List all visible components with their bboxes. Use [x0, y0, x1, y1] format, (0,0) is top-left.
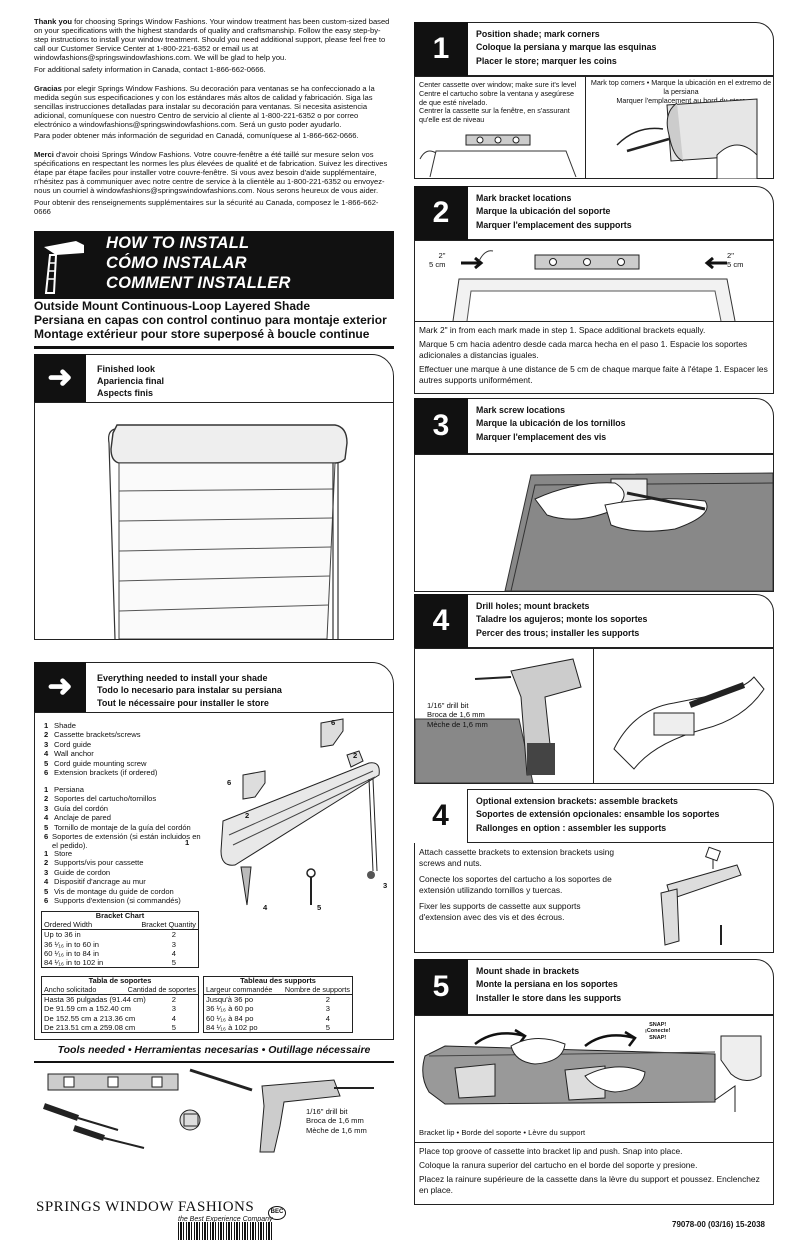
intro-es: Gracias por elegir Springs Window Fashio… [34, 83, 375, 129]
tools-illustration [43, 1068, 374, 1153]
step-5-illustration [422, 1028, 762, 1112]
brand-mark-icon: BEC [268, 1206, 286, 1220]
drill-icon [259, 1079, 374, 1153]
step-1-left-caption: Center cassette over window; make sure i… [419, 80, 577, 125]
intro-en-canada: For additional safety information in Can… [34, 64, 266, 74]
step-2-text: Mark 2" in from each mark made in step 1… [419, 325, 768, 385]
callout-1: 1 [185, 838, 190, 847]
callout-6a: 6 [331, 718, 336, 727]
step-4b-title: Optional extension brackets: assemble br… [476, 796, 720, 833]
callout-2a: 2 [353, 751, 358, 760]
callout-4: 4 [263, 903, 268, 912]
arrow-right-icon [461, 256, 484, 270]
step-2-illustration [452, 250, 736, 321]
arrow-icon: ➜ [34, 662, 86, 712]
rotate-arrow-icon [474, 1028, 527, 1045]
arrow-left-icon [704, 256, 727, 270]
callout-5: 5 [317, 903, 322, 912]
step-5-text: Place top groove of cassette into bracke… [419, 1146, 760, 1195]
step-1-right-caption: Mark top corners • Marque la ubicación e… [590, 78, 772, 105]
step-5-snap-label: SNAP! ¡Conecte! SNAP! [645, 1022, 671, 1041]
step-4b-illustration [660, 846, 742, 946]
step-4-illustration-drill [414, 658, 582, 784]
tools-needed-heading: Tools needed • Herramientas necesarias •… [57, 1044, 371, 1056]
screwdriver-icons [43, 1103, 145, 1149]
step-5-number: 5 [414, 959, 468, 1015]
brand-logo: SPRINGS WINDOW FASHIONS [36, 1199, 255, 1215]
step-2-number: 2 [414, 186, 468, 240]
rotate-arrow-icon [584, 1030, 637, 1047]
arrow-icon: ➜ [34, 354, 86, 402]
step-2-dim-right: 2" 5 cm [727, 251, 744, 270]
step-2-dim-left: 2" 5 cm [429, 251, 446, 270]
intro-fr: Merci d'avoir choisi Springs Window Fash… [34, 150, 388, 196]
callout-6b: 6 [227, 778, 232, 787]
brand-tagline: the Best Experience Company [178, 1216, 273, 1223]
document-code: 79078-00 (03/16) 15-2038 [672, 1220, 765, 1229]
step-4-number: 4 [414, 594, 468, 648]
pencil-icon [189, 1068, 253, 1092]
step-4b-number: 4 [414, 789, 468, 843]
how-to-install-banner: HOW TO INSTALL CÓMO INSTALAR COMMENT INS… [34, 231, 394, 296]
step-1-number: 1 [414, 22, 468, 76]
step-4-illustration-screwdriver [613, 676, 765, 770]
intro-en: Thank you for choosing Springs Window Fa… [34, 17, 390, 62]
how-to-install-en: HOW TO INSTALL [106, 234, 250, 252]
step-5-panel: SNAP! ¡Conecte! SNAP! Bracket lip • Bord… [414, 1015, 774, 1205]
level-icon [47, 1073, 179, 1091]
step-3-number: 3 [414, 398, 468, 454]
subtitle-fr: Montage extérieur pour store superposé à… [34, 327, 370, 342]
intro-fr-canada: Pour obtenir des renseignements suppléme… [34, 198, 379, 217]
step-3-illustration [504, 472, 774, 592]
step-2-panel: 2" 5 cm 2" 5 cm Mark 2" in from each mar… [414, 240, 774, 394]
how-to-install-es: CÓMO INSTALAR [106, 254, 247, 272]
step-4b-panel: Attach cassette brackets to extension br… [414, 843, 774, 953]
tape-measure-icon [179, 1109, 201, 1131]
how-to-install-fr: COMMENT INSTALLER [106, 274, 291, 292]
parts-illustration [220, 718, 380, 906]
callout-3: 3 [383, 881, 388, 890]
step-3-panel [414, 454, 774, 592]
subtitle-es: Persiana en capas con control continuo p… [34, 313, 387, 328]
step-4b-text: Attach cassette brackets to extension br… [419, 847, 615, 922]
step-1-illustration-left [419, 134, 577, 177]
step-1-panel: Center cassette over window; make sure i… [414, 76, 774, 179]
product-subtitle: Outside Mount Continuous-Loop Layered Sh… [34, 299, 394, 341]
barcode [178, 1222, 272, 1240]
step-5-lip-label: Bracket lip • Borde del soporte • Lèvre … [419, 1128, 586, 1137]
intro-block: Thank you for choosing Springs Window Fa… [34, 17, 392, 220]
hammer-icon [44, 241, 84, 294]
finished-shade-illustration [108, 424, 348, 639]
callout-2b: 2 [245, 811, 250, 820]
step-1-illustration-right [616, 98, 758, 179]
intro-es-canada: Para poder obtener más información de se… [34, 131, 359, 141]
subtitle-en: Outside Mount Continuous-Loop Layered Sh… [34, 299, 310, 313]
everything-needed-panel: ➜ Everything needed to install your shad… [34, 662, 394, 1040]
